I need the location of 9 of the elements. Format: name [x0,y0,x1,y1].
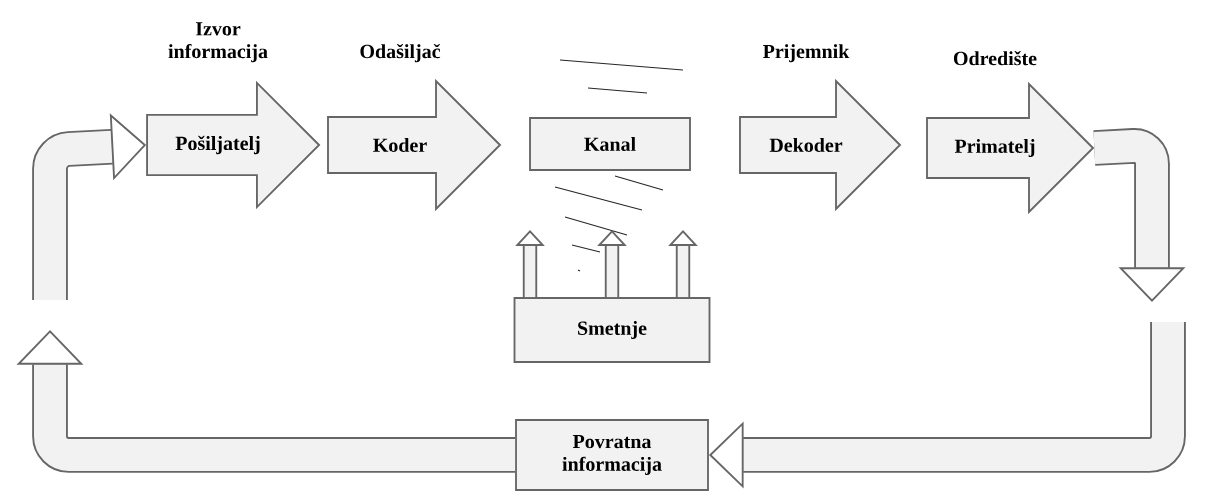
heading: Odašiljač [360,43,441,63]
process-box: Kanal [529,117,691,171]
bent-block-arrow [1093,128,1186,302]
heading: Odredište [953,51,1037,66]
bent-block-arrow [16,330,516,473]
heading: Prijemnik [763,44,850,63]
process-box: Povratna informacija [515,419,709,491]
heading: Izvor informacija [168,22,268,63]
process-box: Smetnje [513,297,711,363]
